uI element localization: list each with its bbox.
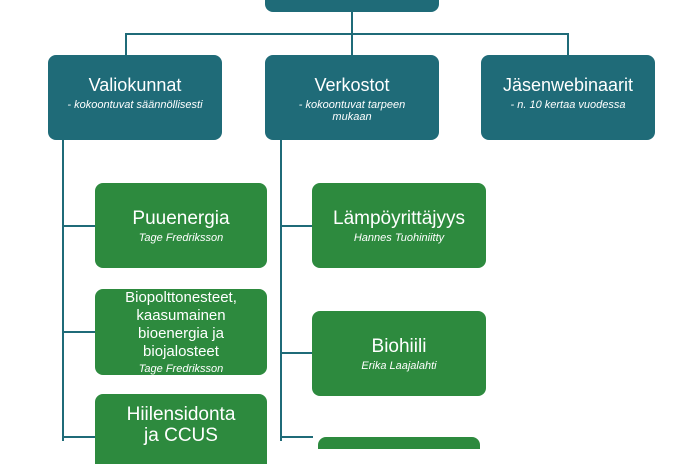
connector-drop-verkostot [351, 33, 353, 57]
connector-drop-valiokunnat [125, 33, 127, 57]
connector-top-stem [351, 10, 353, 34]
box-hiilensidonta: Hiilensidonta ja CCUS [95, 394, 267, 464]
connector-mid-branch-2 [280, 352, 313, 354]
box-title: Jäsenwebinaarit [502, 75, 634, 95]
box-biopolttonesteet: Biopolttonesteet, kaasumainen bioenergia… [95, 289, 267, 375]
connector-mid-spine [280, 140, 282, 441]
connector-left-branch-3 [62, 436, 96, 438]
box-jasenwebinaarit: Jäsenwebinaarit - n. 10 kertaa vuodessa [481, 55, 655, 140]
box-person: Hannes Tuohiniitty [353, 232, 445, 244]
box-person: Erika Laajalahti [361, 360, 437, 372]
box-subtitle: - kokoontuvat säännöllisesti [67, 99, 203, 111]
box-biohiili: Biohiili Erika Laajalahti [312, 311, 486, 396]
box-lampoyrittajyys: Lämpöyrittäjyys Hannes Tuohiniitty [312, 183, 486, 268]
box-cropped-bottom [318, 437, 480, 449]
connector-mid-branch-3 [280, 436, 313, 438]
box-subtitle: - kokoontuvat tarpeen mukaan [298, 99, 406, 123]
root-box [265, 0, 439, 12]
box-valiokunnat: Valiokunnat - kokoontuvat säännöllisesti [48, 55, 222, 140]
box-title: Biohiili [371, 336, 427, 357]
connector-left-branch-2 [62, 331, 96, 333]
box-person: Tage Fredriksson [138, 232, 224, 244]
box-title: Hiilensidonta ja CCUS [126, 404, 236, 446]
box-title: Biopolttonesteet, kaasumainen bioenergia… [125, 289, 237, 360]
box-subtitle: - n. 10 kertaa vuodessa [510, 99, 626, 111]
box-title: Verkostot [314, 75, 390, 95]
box-verkostot: Verkostot - kokoontuvat tarpeen mukaan [265, 55, 439, 140]
box-title: Puuenergia [132, 208, 230, 229]
connector-top-horizontal [125, 33, 569, 35]
box-title: Lämpöyrittäjyys [333, 208, 465, 229]
box-title: Valiokunnat [88, 75, 182, 95]
box-person: Tage Fredriksson [138, 363, 224, 375]
connector-left-spine [62, 140, 64, 441]
connector-drop-jasenwebinaarit [567, 33, 569, 57]
connector-mid-branch-1 [280, 225, 313, 227]
box-puuenergia: Puuenergia Tage Fredriksson [95, 183, 267, 268]
connector-left-branch-1 [62, 225, 96, 227]
